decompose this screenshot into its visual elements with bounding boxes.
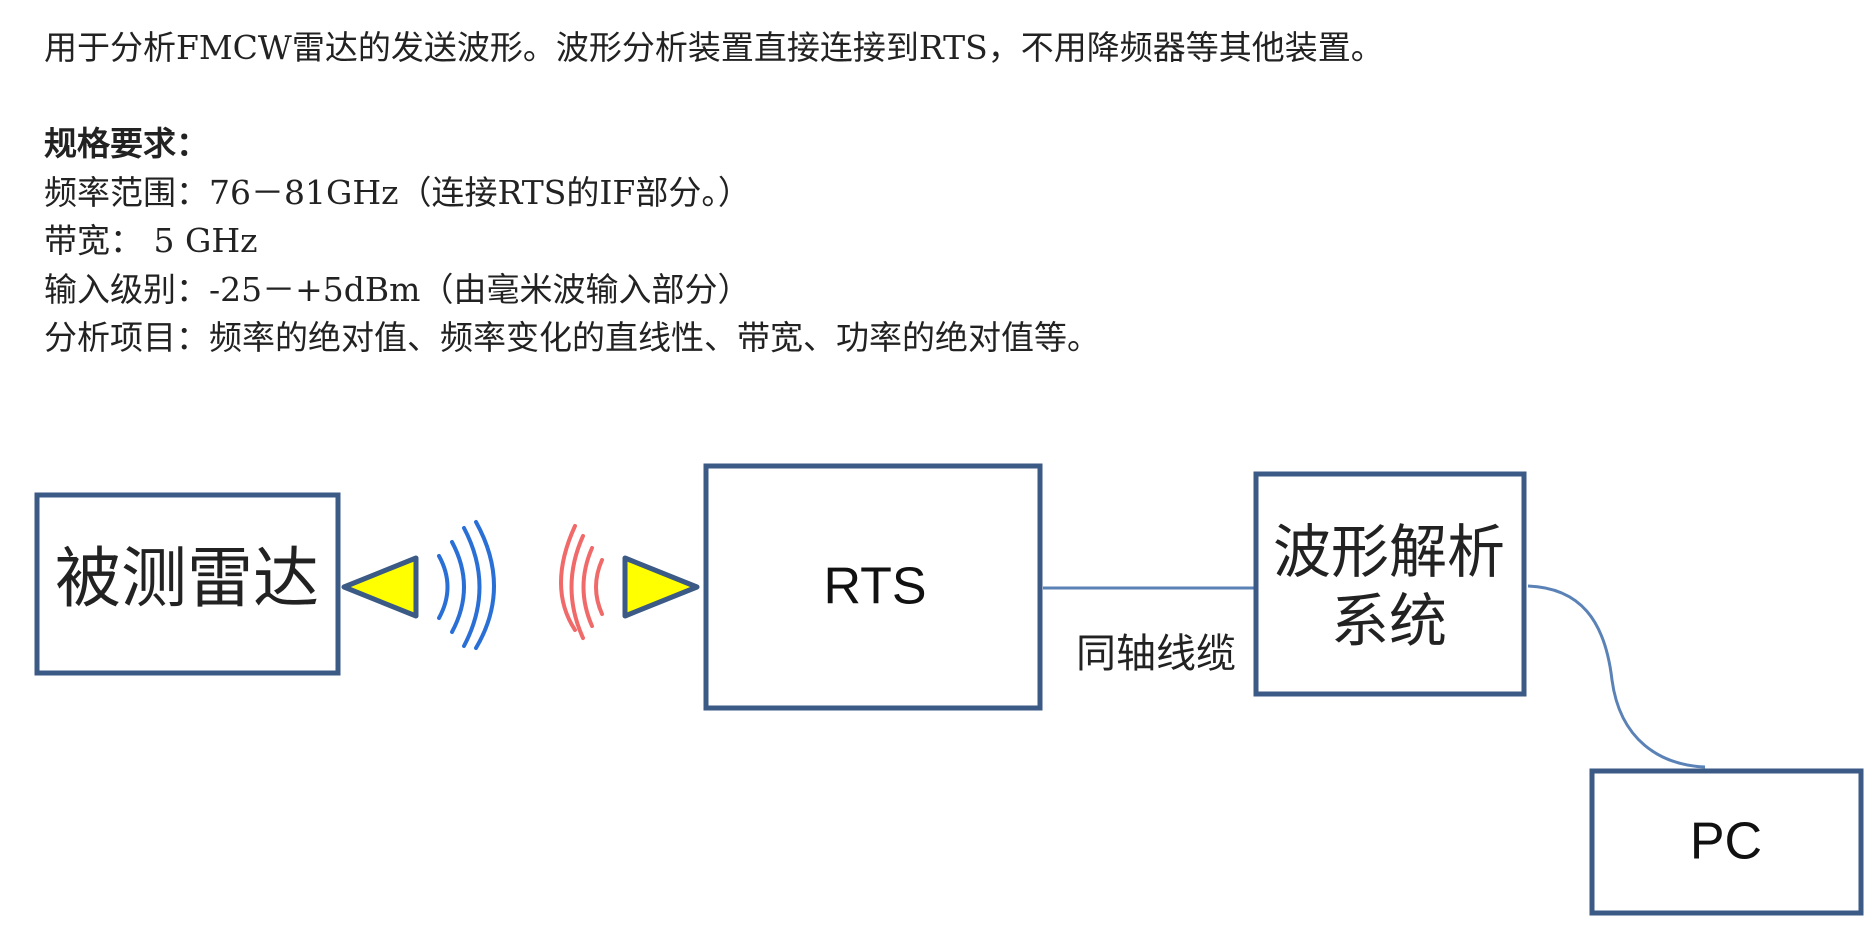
spec-line-input-level: 输入级别：-25－+5dBm（由毫米波输入部分） xyxy=(44,269,751,309)
intro-text: 用于分析FMCW雷达的发送波形。波形分析装置直接连接到RTS，不用降频器等其他装… xyxy=(44,28,1384,67)
pc-cable-line xyxy=(1527,584,1706,769)
rts-box xyxy=(703,463,1043,711)
spec-line-frequency: 频率范围：76－81GHz（连接RTS的IF部分。） xyxy=(44,172,751,212)
radar-label: 被测雷达 xyxy=(55,540,319,617)
rts-wave-icon xyxy=(559,524,604,640)
spec-heading: 规格要求： xyxy=(44,124,209,163)
spec-line-analysis-items: 分析项目：频率的绝对值、频率变化的直线性、带宽、功率的绝对值等。 xyxy=(44,318,1100,357)
analyzer-box xyxy=(1253,471,1527,697)
spec-block: 规格要求： 频率范围：76－81GHz（连接RTS的IF部分。） 带宽： 5 G… xyxy=(44,120,1100,363)
pc-label: PC xyxy=(1690,813,1762,871)
analyzer-label-line2: 系统 xyxy=(1331,587,1447,655)
pc-box xyxy=(1589,768,1864,916)
radar-wave-icon xyxy=(437,520,496,650)
radar-box xyxy=(34,492,341,676)
coax-cable-label: 同轴线缆 xyxy=(1076,631,1236,677)
spec-line-bandwidth: 带宽： 5 GHz xyxy=(44,221,258,260)
analyzer-label-line1: 波形解析 xyxy=(1273,518,1505,586)
rts-antenna-icon xyxy=(622,555,700,619)
radar-antenna-icon xyxy=(341,555,419,619)
rts-label: RTS xyxy=(823,558,926,616)
